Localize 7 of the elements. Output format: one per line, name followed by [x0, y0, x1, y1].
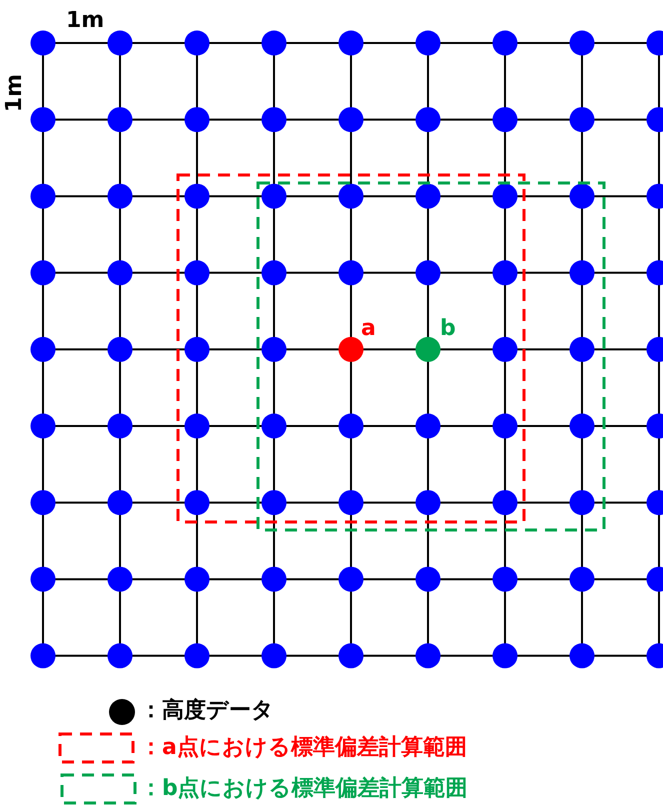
- point-label: b: [440, 318, 456, 340]
- scale-label: 1m: [66, 10, 104, 32]
- legend-text: ：b点における標準偏差計算範囲: [140, 778, 468, 800]
- legend-text: ：a点における標準偏差計算範囲: [140, 737, 467, 759]
- legend-text: ：高度データ: [140, 700, 274, 722]
- point-label: a: [361, 318, 376, 340]
- scale-label: 1m: [4, 74, 26, 112]
